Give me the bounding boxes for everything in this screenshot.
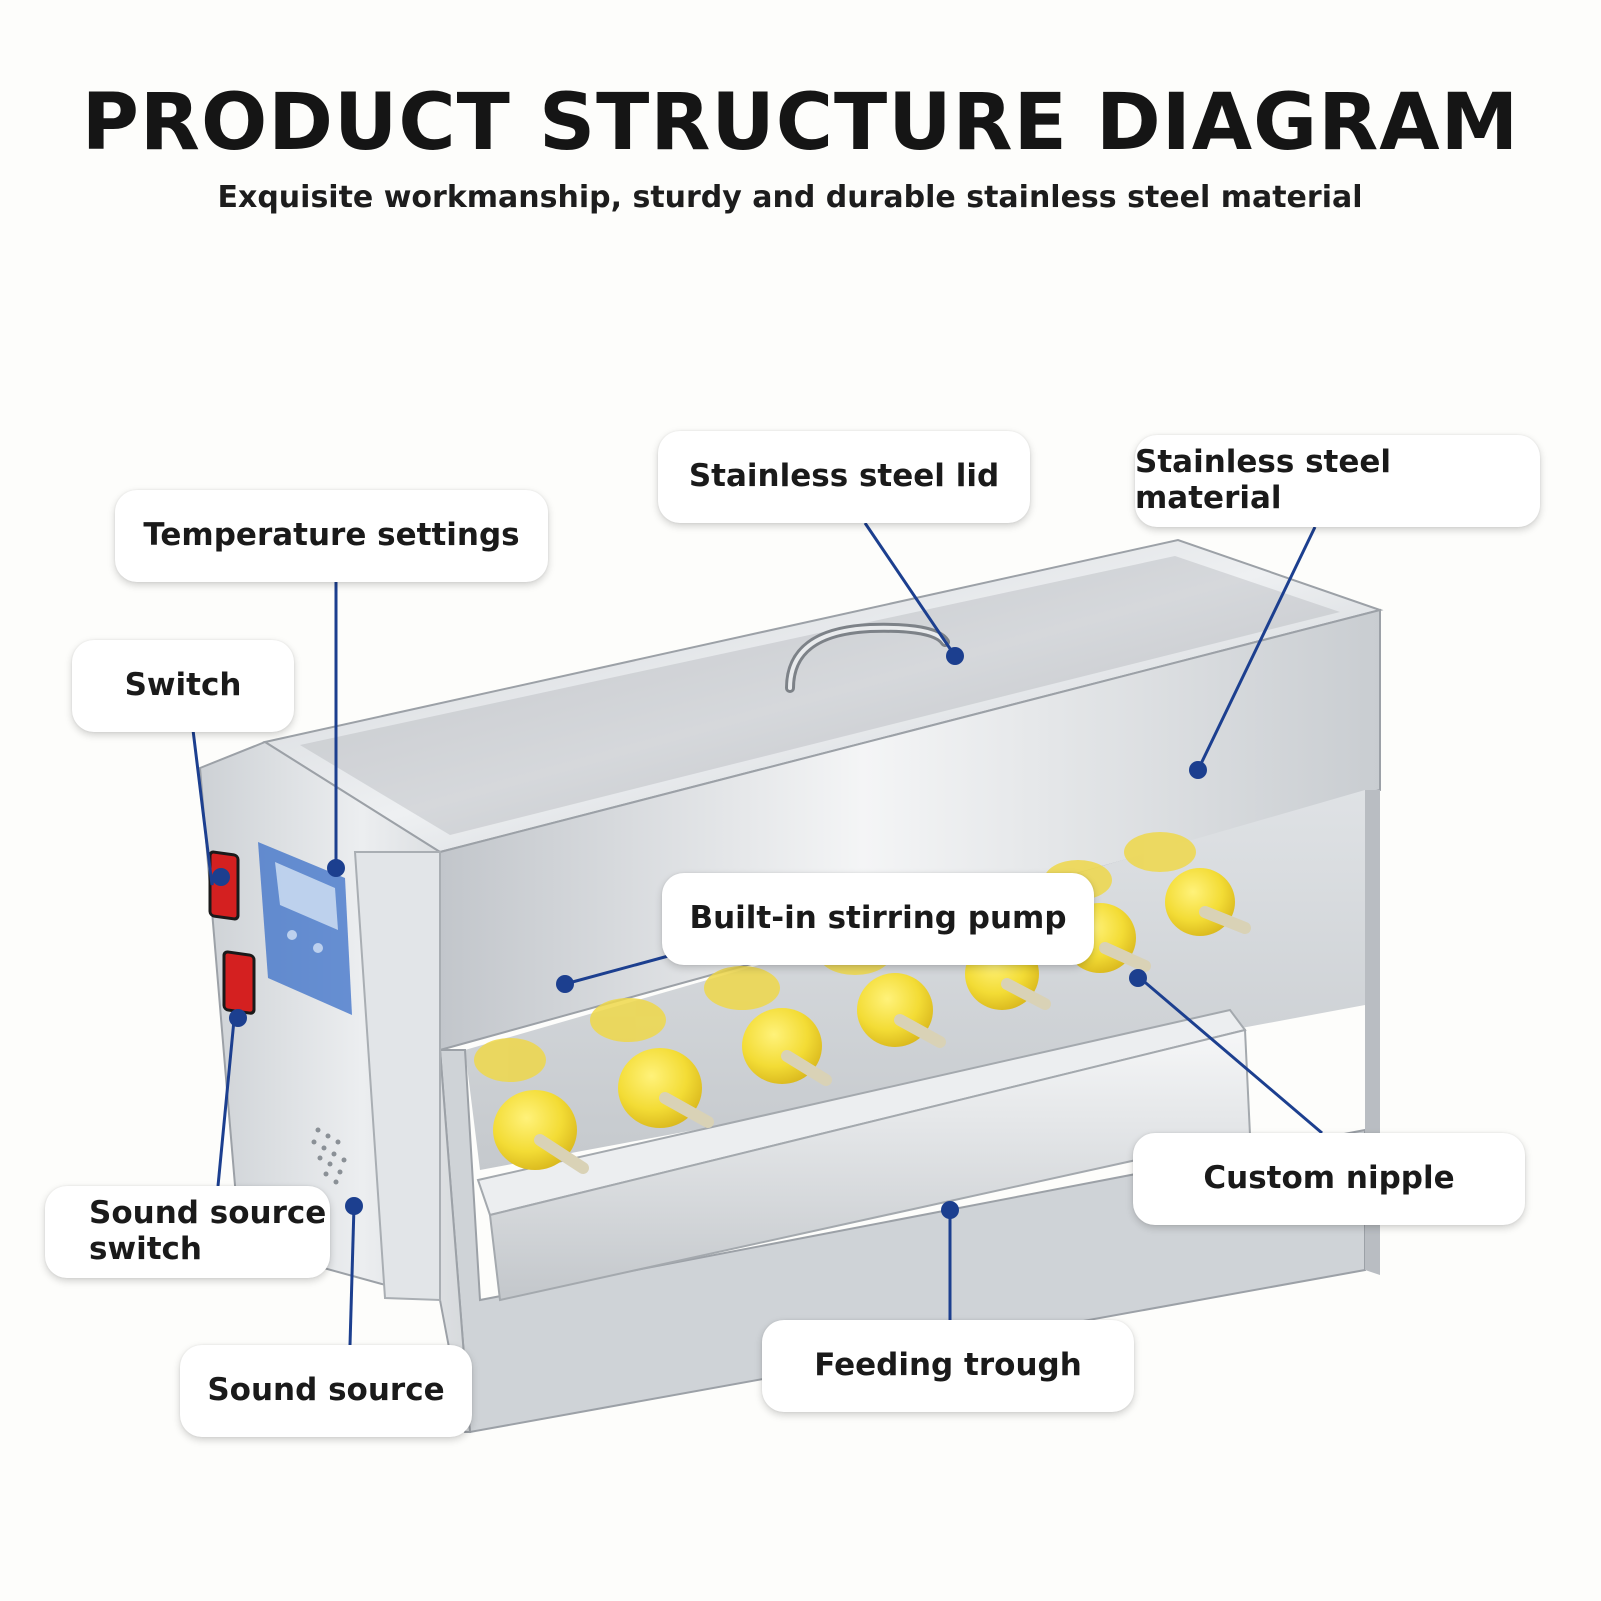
page-subtitle: Exquisite workmanship, sturdy and durabl… [217, 180, 1363, 215]
callout-built-in-stirring-pump: Built-in stirring pump [662, 873, 1094, 965]
callout-sound-source: Sound source [180, 1345, 472, 1437]
speaker-grille-icon [311, 1127, 347, 1185]
callout-feeding-trough: Feeding trough [762, 1320, 1134, 1412]
callout-sound-source-switch: Sound source switch [45, 1186, 330, 1278]
callout-switch: Switch [72, 640, 294, 732]
temperature-display-icon [258, 842, 352, 1015]
callout-sound-source-switch-line1: Sound source [89, 1195, 327, 1232]
callout-temperature-settings: Temperature settings [115, 490, 548, 582]
callout-sound-source-switch-line2: switch [89, 1231, 202, 1267]
page-title: PRODUCT STRUCTURE DIAGRAM [81, 78, 1520, 168]
callout-stainless-steel-material: Stainless steel material [1135, 435, 1540, 527]
callout-stainless-steel-lid: Stainless steel lid [658, 431, 1030, 523]
callout-custom-nipple: Custom nipple [1133, 1133, 1525, 1225]
leader-dots [212, 647, 1207, 1219]
sound-source-switch-icon [222, 950, 256, 1015]
